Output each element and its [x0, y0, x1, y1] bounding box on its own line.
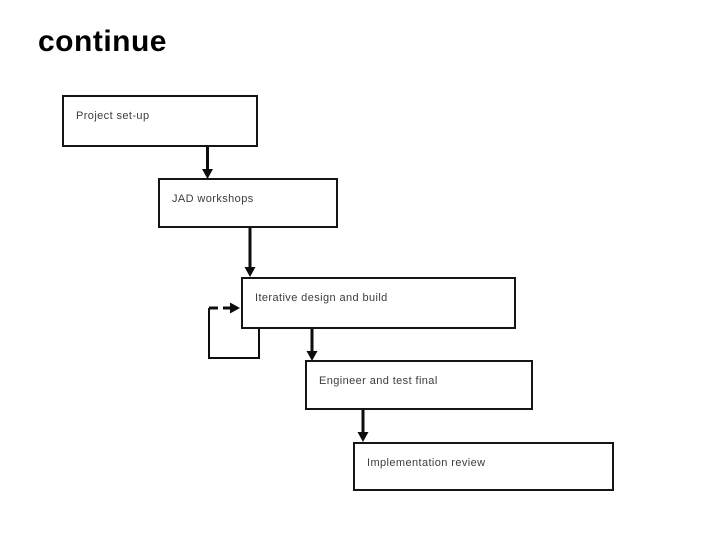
flow-box-label-iterative-design-and-build: Iterative design and build — [255, 292, 388, 304]
flow-box-label-project-set-up: Project set-up — [76, 110, 150, 122]
arrow-iterative-to-engineer-icon — [306, 329, 318, 361]
flow-box-label-engineer-and-test-final: Engineer and test final — [319, 375, 438, 387]
flow-box-jad-workshops: JAD workshops — [158, 178, 338, 228]
arrow-project-to-jad-icon — [202, 147, 213, 179]
slide-title: continue — [38, 25, 167, 58]
arrow-jad-to-iterative-icon — [244, 228, 256, 277]
flow-box-implementation-review: Implementation review — [353, 442, 614, 491]
flow-box-label-implementation-review: Implementation review — [367, 457, 486, 469]
arrow-engineer-to-implementation-icon — [357, 410, 369, 442]
flow-box-project-set-up: Project set-up — [62, 95, 258, 147]
flow-box-iterative-design-and-build: Iterative design and build — [241, 277, 516, 329]
flow-box-engineer-and-test-final: Engineer and test final — [305, 360, 533, 410]
flow-box-label-jad-workshops: JAD workshops — [172, 193, 254, 205]
